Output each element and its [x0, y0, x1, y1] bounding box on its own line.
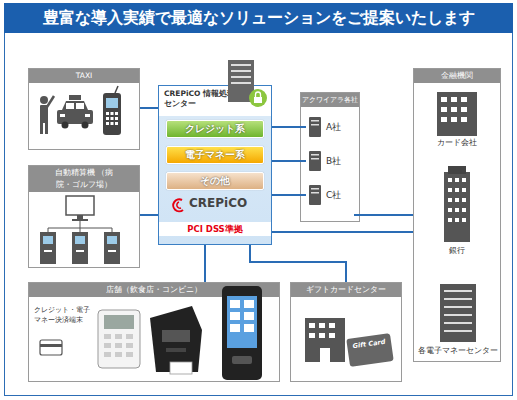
acquirer-server: A社 [306, 114, 354, 140]
connector-line [354, 214, 413, 216]
institution-building: 銀行 [418, 164, 496, 258]
secure-server-icon-part [231, 82, 251, 84]
connector-line [272, 194, 306, 196]
connector-line [272, 126, 306, 128]
node-label: 電子マネー系 [167, 147, 263, 163]
connector-line [354, 214, 413, 216]
connector-line [140, 107, 158, 109]
node-label: その他 [167, 173, 263, 189]
acquirer-server: B社 [306, 148, 354, 174]
node-label: アクワイアラ各社 [301, 93, 359, 107]
node-label: 各電子マネーセンター [418, 346, 496, 356]
node-label: 店舗（飲食店・コンビニ） [29, 283, 279, 297]
service-bar: 電子マネー系 [166, 146, 264, 164]
node-label: C社 [326, 182, 341, 208]
title-banner: 豊富な導入実績で最適なソリューションをご提案いたします [4, 3, 513, 33]
processing-center-box: CREPiCO 情報処理センター CREPiCO PCI DSS準拠クレジット系電子… [158, 85, 272, 245]
acquirer-group-box: アクワイアラ各社 A社 B社 C社 [300, 92, 360, 222]
node-label: B社 [326, 148, 341, 174]
connector-line [272, 160, 306, 162]
connector-line [140, 214, 158, 216]
finance-group-box: 金融機関カード会社銀行各電子マネーセンター [413, 68, 501, 362]
node-label: TAXI [29, 69, 139, 83]
source-group-box: TAXI [28, 68, 140, 150]
node-label: PCI DSS準拠 [159, 222, 271, 236]
node-label: 銀行 [418, 246, 496, 256]
source-group-box: 自動精算機 （病院・ゴルフ場） [28, 165, 140, 268]
connector-line [354, 214, 413, 216]
secure-server-icon-part [231, 76, 251, 78]
node-label: A社 [326, 114, 341, 140]
node-label: カード会社 [418, 138, 496, 148]
giftcard-group-box: ギフトカードセンター [290, 282, 402, 382]
service-bar: クレジット系 [166, 120, 264, 138]
node-label: CREPiCO 情報処理センター [164, 89, 236, 109]
connector-line [272, 231, 413, 233]
connector-line [250, 245, 346, 282]
service-bar: その他 [166, 172, 264, 190]
node-label: CREPiCO [189, 196, 247, 210]
institution-building: カード会社 [418, 88, 496, 150]
institution-building: 各電子マネーセンター [418, 278, 496, 358]
node-label: クレジット系 [167, 121, 263, 137]
node-label: 自動精算機 （病院・ゴルフ場） [29, 166, 139, 192]
acquirer-server: C社 [306, 182, 354, 208]
node-label: 金融機関 [414, 69, 500, 83]
secure-server-icon-part [231, 64, 251, 66]
connector-line [204, 245, 206, 282]
node-label: ギフトカードセンター [291, 283, 401, 297]
node-label: クレジット・電子マネー決済端末 [34, 305, 96, 325]
store-group-box: 店舗（飲食店・コンビニ） クレジット・電子マネー決済端末 [28, 282, 280, 382]
secure-server-icon-part [231, 70, 251, 72]
